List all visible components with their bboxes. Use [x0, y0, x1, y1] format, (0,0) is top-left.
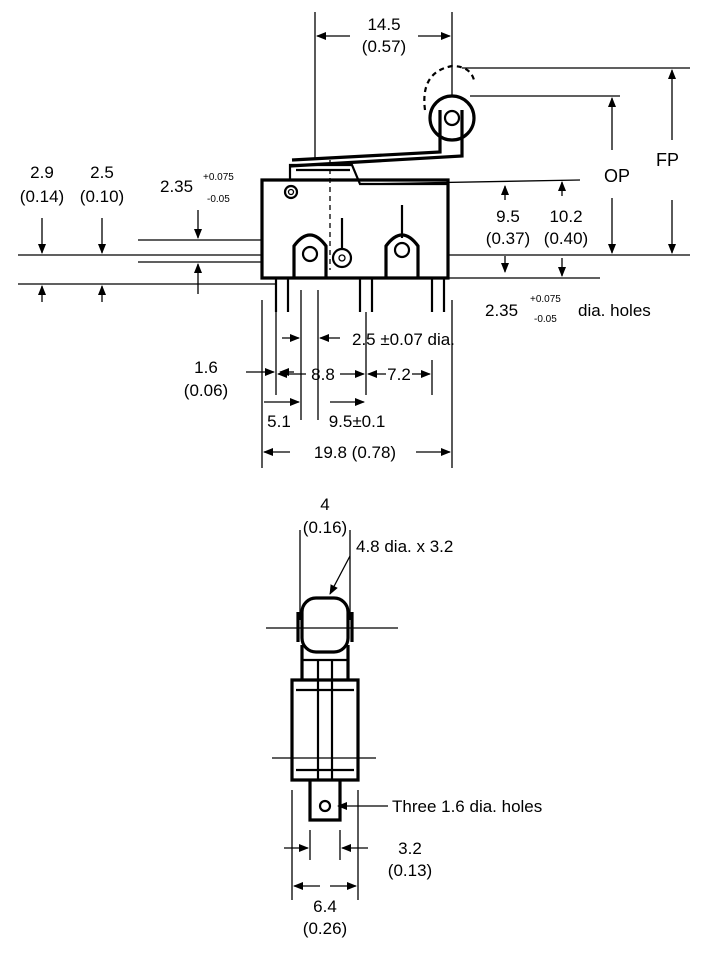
top-view: 14.5 (0.57) OP FP 9.5 (0.37) 10.2 (0.40)…	[18, 12, 690, 468]
fp-label: FP	[656, 150, 679, 170]
pin-dia: 2.5 ±0.07 dia.	[352, 330, 455, 349]
side-body	[290, 678, 360, 782]
mount-hole-right	[393, 241, 411, 259]
actuator-lever	[289, 64, 476, 168]
mount-hole-left	[301, 245, 319, 263]
dim-14-5-in: (0.57)	[362, 37, 406, 56]
side-view: 4 (0.16) 4.8 dia. x 3.2 Three 1.6 dia. h…	[266, 495, 542, 938]
dim-9-5-tol: 9.5±0.1	[329, 412, 386, 431]
dim-3-2: 3.2	[398, 839, 422, 858]
terminal-hole	[318, 799, 332, 813]
dim-9-5: 9.5	[496, 207, 520, 226]
dim-6-4-in: (0.26)	[303, 919, 347, 938]
dim-3-2-in: (0.13)	[388, 861, 432, 880]
holes-2-35-tol-minus: -0.05	[534, 314, 557, 325]
screw-icon	[283, 184, 299, 200]
dim-2-5: 2.5	[90, 163, 114, 182]
holes-2-35: 2.35	[485, 301, 518, 320]
three-holes: Three 1.6 dia. holes	[392, 797, 542, 816]
side-roller	[300, 596, 350, 654]
dim-4: 4	[320, 495, 329, 514]
dim-2-35-left-tol-plus: +0.075	[203, 172, 234, 183]
dim-2-35-left-tol-minus: -0.05	[207, 194, 230, 205]
roller-icon	[428, 94, 476, 142]
dim-2-9-in: (0.14)	[20, 187, 64, 206]
holes-2-35-tol-plus: +0.075	[530, 294, 561, 305]
switch-body	[260, 163, 450, 312]
op-label: OP	[604, 166, 630, 186]
dim-1-6: 1.6	[194, 358, 218, 377]
dim-2-35-left: 2.35	[160, 177, 193, 196]
roller-dia: 4.8 dia. x 3.2	[356, 537, 453, 556]
dim-5-1: 5.1	[267, 412, 291, 431]
dim-1-6-in: (0.06)	[184, 381, 228, 400]
dim-8-8: 8.8	[311, 365, 335, 384]
dim-6-4: 6.4	[313, 897, 337, 916]
extension-lines	[18, 12, 690, 468]
dim-2-9: 2.9	[30, 163, 54, 182]
dim-2-5-in: (0.10)	[80, 187, 124, 206]
dim-4-in: (0.16)	[303, 518, 347, 537]
dim-9-5-in: (0.37)	[486, 229, 530, 248]
holes-text: dia. holes	[578, 301, 651, 320]
center-hole	[331, 247, 353, 269]
dim-7-2: 7.2	[387, 365, 411, 384]
dim-10-2: 10.2	[549, 207, 582, 226]
dim-14-5: 14.5	[367, 15, 400, 34]
dim-10-2-in: (0.40)	[544, 229, 588, 248]
dim-19-8: 19.8 (0.78)	[314, 443, 396, 462]
